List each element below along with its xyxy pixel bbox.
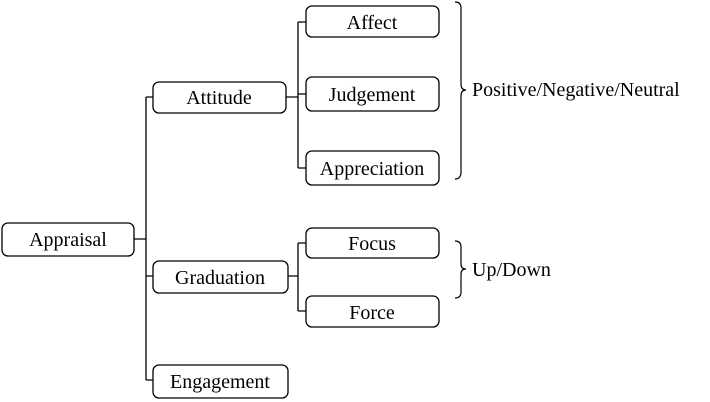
node-judgement-label: Judgement xyxy=(329,84,416,106)
attitude-brace xyxy=(454,1,467,180)
node-judgement: Judgement xyxy=(305,76,440,112)
graduation-brace xyxy=(454,240,467,299)
graduation-connectors xyxy=(288,242,306,312)
node-focus-label: Focus xyxy=(348,233,396,255)
node-appreciation-label: Appreciation xyxy=(320,158,424,180)
node-attitude: Attitude xyxy=(152,81,287,114)
node-graduation: Graduation xyxy=(152,260,289,294)
attitude-connectors xyxy=(286,21,306,169)
node-force: Force xyxy=(305,295,440,328)
node-appraisal-label: Appraisal xyxy=(29,229,107,251)
node-affect-label: Affect xyxy=(347,12,398,34)
root-connectors xyxy=(134,96,153,381)
node-graduation-label: Graduation xyxy=(175,267,265,289)
node-appraisal: Appraisal xyxy=(1,222,135,257)
node-engagement-label: Engagement xyxy=(170,371,270,393)
node-attitude-label: Attitude xyxy=(186,87,252,109)
attitude-polarity-label: Positive/Negative/Neutral xyxy=(472,79,680,101)
node-focus: Focus xyxy=(305,227,440,259)
node-engagement: Engagement xyxy=(152,364,289,399)
graduation-scale-label: Up/Down xyxy=(472,259,551,281)
node-force-label: Force xyxy=(349,302,395,324)
node-appreciation: Appreciation xyxy=(305,150,440,186)
node-affect: Affect xyxy=(305,5,440,38)
